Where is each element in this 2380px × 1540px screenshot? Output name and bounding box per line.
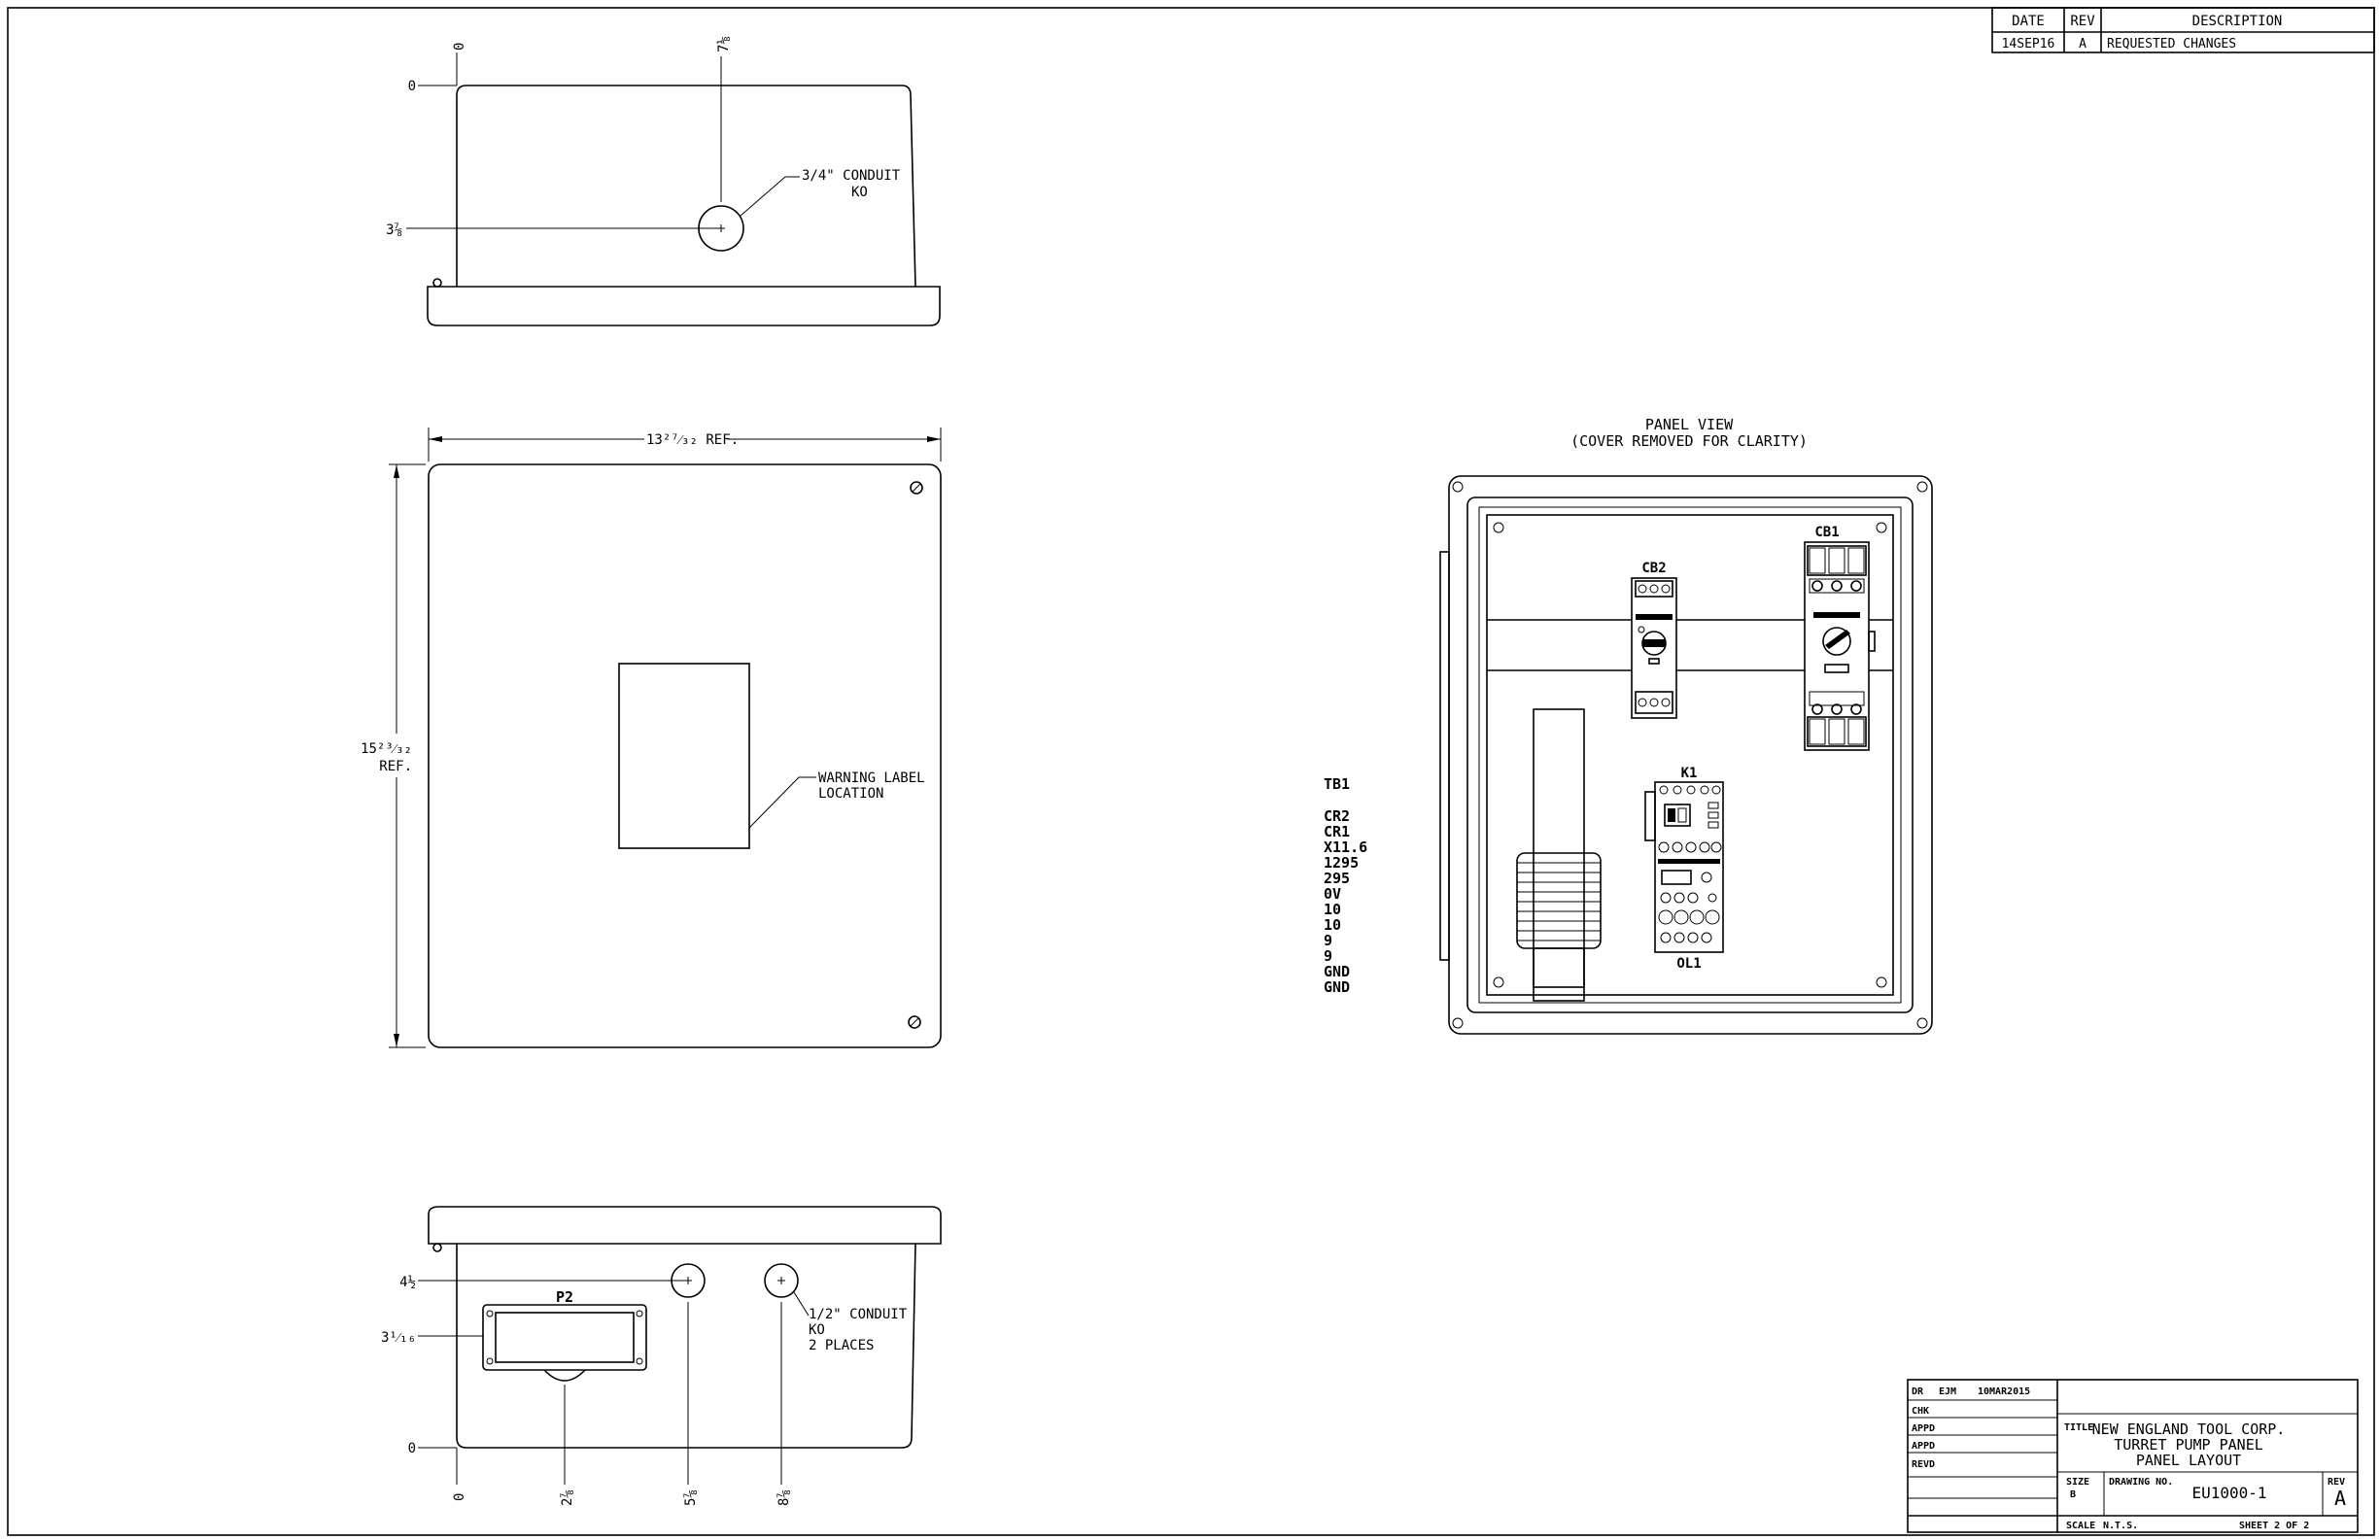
cb2-label: CB2 xyxy=(1641,561,1666,576)
bottom-conduit-label-3: 2 PLACES xyxy=(809,1338,874,1353)
top-view-lid xyxy=(427,286,941,326)
bottom-dim-y0: 0 xyxy=(408,1441,416,1456)
tb-title-line2: TURRET PUMP PANEL xyxy=(2114,1436,2263,1454)
tb-size: B xyxy=(2070,1489,2076,1500)
rev-header-rev: REV xyxy=(2070,14,2095,29)
wire-duct xyxy=(1533,708,1585,1002)
tb1-terminal: 1295 xyxy=(1324,854,1359,872)
tb1-terminal: 9 xyxy=(1324,932,1332,949)
ol1-label: OL1 xyxy=(1676,956,1701,972)
tb-dr-label: DR xyxy=(1912,1386,1924,1397)
tb1-terminal: CR1 xyxy=(1324,823,1350,840)
tb1-terminal: 10 xyxy=(1324,916,1341,934)
tb-dwg-no: EU1000-1 xyxy=(2191,1484,2266,1502)
duct-bellows xyxy=(1516,852,1602,988)
back-plate xyxy=(1486,514,1894,996)
top-conduit-label-2: KO xyxy=(851,185,868,200)
k1-label: K1 xyxy=(1681,766,1698,781)
front-height-ref-1: 15²³⁄₃₂ xyxy=(361,741,412,757)
tb-scale: N.T.S. xyxy=(2103,1521,2138,1531)
cb1-breaker: CB1 xyxy=(1804,525,1876,751)
tb-size-label: SIZE xyxy=(2066,1477,2089,1488)
ol1-overload: OL1 xyxy=(1658,870,1720,972)
sheet-border xyxy=(7,7,2375,1536)
bottom-view-lid xyxy=(428,1206,942,1245)
bottom-view: P2 4½ 3¹⁄₁₆ 0 0 2⅞ 5⅞ 8⅞ 1/2" CONDUIT KO… xyxy=(381,1206,942,1506)
tb-dwg-label: DRAWING NO. xyxy=(2109,1477,2173,1488)
revision-block: DATE REV DESCRIPTION 14SEP16 A REQUESTED… xyxy=(1991,7,2375,53)
tb-company: NEW ENGLAND TOOL CORP. xyxy=(2092,1420,2286,1438)
top-conduit-label-1: 3/4" CONDUIT xyxy=(802,168,901,184)
cb2-breaker: CB2 xyxy=(1631,561,1677,719)
rev-row-rev: A xyxy=(2079,37,2087,51)
warning-label-text-1: WARNING LABEL xyxy=(818,770,925,786)
rev-row-date: 14SEP16 xyxy=(2002,37,2055,51)
top-dim-zero-x: 0 xyxy=(452,43,467,51)
bottom-dim-x3: 8⅞ xyxy=(776,1489,792,1506)
panel-view: PANEL VIEW (COVER REMOVED FOR CLARITY) xyxy=(1439,416,1933,1035)
tb-rev-label: REV xyxy=(2328,1477,2345,1488)
bottom-dim-y2: 3¹⁄₁₆ xyxy=(381,1330,416,1346)
bottom-dim-x2: 5⅞ xyxy=(683,1489,699,1506)
tb-scale-label: SCALE xyxy=(2066,1521,2095,1531)
p2-label: P2 xyxy=(556,1288,573,1306)
front-height-ref-2: REF. xyxy=(379,759,412,774)
front-width-ref: 13²⁷⁄₃₂ REF. xyxy=(646,432,739,448)
top-view: 0 0 7⅛ 3⅞ 3/4" CONDUIT KO xyxy=(386,36,941,326)
front-view-body xyxy=(428,463,942,1048)
tb-dr-initials: EJM xyxy=(1939,1386,1956,1397)
rev-row-description: REQUESTED CHANGES xyxy=(2107,37,2236,51)
tb1-terminal: GND xyxy=(1324,963,1350,980)
bottom-conduit-label-1: 1/2" CONDUIT xyxy=(809,1307,908,1322)
p2-connector xyxy=(482,1304,647,1371)
tb1-terminal: GND xyxy=(1324,978,1350,996)
front-view: WARNING LABEL LOCATION 13²⁷⁄₃₂ REF. 15²³… xyxy=(361,428,942,1048)
bottom-conduit-knockout-1 xyxy=(671,1263,706,1298)
panel-view-title-2: (COVER REMOVED FOR CLARITY) xyxy=(1570,432,1808,450)
rev-header-date: DATE xyxy=(2012,14,2045,29)
tb-appd-1: APPD xyxy=(1912,1423,1935,1434)
title-block: DR EJM 10MAR2015 CHK APPD APPD REVD TITL… xyxy=(1907,1379,2359,1533)
bottom-conduit-label-2: KO xyxy=(809,1322,825,1338)
tb-revd: REVD xyxy=(1912,1459,1935,1470)
tb-sheet: SHEET 2 OF 2 xyxy=(2239,1521,2309,1531)
tb1-terminal: 0V xyxy=(1324,885,1341,903)
terminal-block-tb1: TB1 CR2 CR1 X11.6 1295 295 0V 10 10 9 9 … xyxy=(1324,775,1367,996)
warning-label-text-2: LOCATION xyxy=(818,786,883,802)
tb-title-label: TITLE xyxy=(2064,1422,2093,1433)
tb-title-line3: PANEL LAYOUT xyxy=(2136,1452,2241,1469)
tb1-terminal: X11.6 xyxy=(1324,838,1367,856)
top-dim-top: 7⅛ xyxy=(716,36,732,52)
bottom-dim-y1: 4½ xyxy=(399,1275,416,1290)
tb-dr-date: 10MAR2015 xyxy=(1978,1386,2030,1397)
tb1-terminal: CR2 xyxy=(1324,807,1350,825)
tb1-terminal: 9 xyxy=(1324,947,1332,965)
top-dim-side: 3⅞ xyxy=(386,222,402,238)
warning-label-area xyxy=(618,663,750,849)
bottom-conduit-knockout-2 xyxy=(764,1263,799,1298)
rev-header-description: DESCRIPTION xyxy=(2192,14,2283,29)
top-conduit-knockout xyxy=(698,205,744,252)
tb1-terminal: 295 xyxy=(1324,870,1350,887)
panel-view-title-1: PANEL VIEW xyxy=(1645,416,1734,433)
bottom-dim-x1: 2⅞ xyxy=(560,1489,575,1506)
tb-rev: A xyxy=(2334,1487,2346,1510)
bottom-dim-x0: 0 xyxy=(452,1493,467,1501)
tb-chk: CHK xyxy=(1912,1406,1929,1417)
top-view-body xyxy=(456,85,916,288)
cb1-label: CB1 xyxy=(1814,525,1839,540)
bottom-view-body xyxy=(456,1243,916,1449)
tb-appd-2: APPD xyxy=(1912,1441,1935,1452)
tb1-terminal: 10 xyxy=(1324,901,1341,918)
tb1-label: TB1 xyxy=(1324,775,1350,793)
top-dim-zero: 0 xyxy=(408,79,416,94)
